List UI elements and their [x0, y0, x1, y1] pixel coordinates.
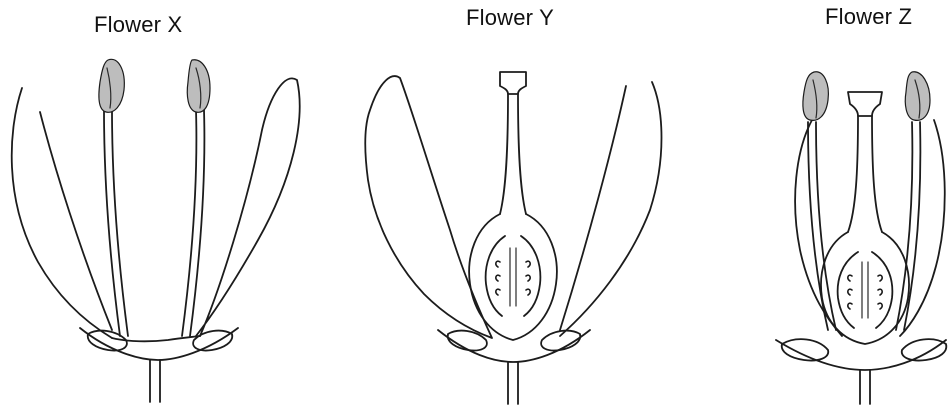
flower-z-left-petal — [795, 120, 842, 336]
flower-x-stalk — [150, 360, 160, 402]
flower-x-right-filament — [182, 110, 204, 336]
flower-y-style — [500, 94, 526, 214]
flower-z-ovule-r2 — [878, 289, 882, 295]
flower-z-ovule-r1 — [878, 275, 882, 281]
flower-z-stalk — [860, 370, 870, 404]
flower-x-left-outer-petal — [12, 88, 112, 338]
flower-x — [12, 59, 300, 402]
flower-y-ovary-septum — [510, 248, 516, 306]
flower-x-left-filament — [104, 110, 128, 336]
flower-z-right-sepal — [902, 339, 947, 360]
flower-y-ovary — [469, 214, 557, 340]
flower-y-stalk — [508, 362, 518, 404]
flower-z-base-curve — [776, 340, 946, 370]
flower-z-left-sepal — [782, 339, 828, 360]
flower-y-ovule-l1 — [496, 261, 500, 267]
flower-z-right-anther — [905, 72, 930, 121]
flower-y-stigma — [500, 72, 526, 94]
flower-x-left-inner-petal — [40, 112, 112, 330]
flower-y-right-petal — [560, 82, 662, 336]
flower-z-ovule-l2 — [848, 289, 852, 295]
flower-x-right-petal — [196, 78, 300, 336]
flower-y-ovary-inner-left — [486, 236, 505, 316]
flower-z-style — [848, 116, 882, 232]
flower-y-ovule-r1 — [526, 261, 530, 267]
flower-z-ovule-l3 — [848, 303, 852, 309]
flower-x-left-anther — [99, 59, 124, 112]
flower-z-stigma — [848, 92, 882, 116]
flower-y-ovule-r3 — [526, 289, 530, 295]
flower-y-ovule-r2 — [526, 275, 530, 281]
flower-y-ovary-inner-right — [521, 236, 540, 316]
flower-z-ovule-l1 — [848, 275, 852, 281]
flower-z-ovary — [821, 232, 909, 344]
flower-z-ovary-septum — [862, 262, 868, 318]
flower-y — [365, 72, 661, 404]
flower-y-base-curve — [438, 330, 590, 362]
flower-x-right-anther — [187, 60, 210, 113]
flower-y-ovule-l2 — [496, 275, 500, 281]
flower-z — [776, 72, 946, 404]
flower-y-ovule-l3 — [496, 289, 500, 295]
flower-z-ovule-r3 — [878, 303, 882, 309]
